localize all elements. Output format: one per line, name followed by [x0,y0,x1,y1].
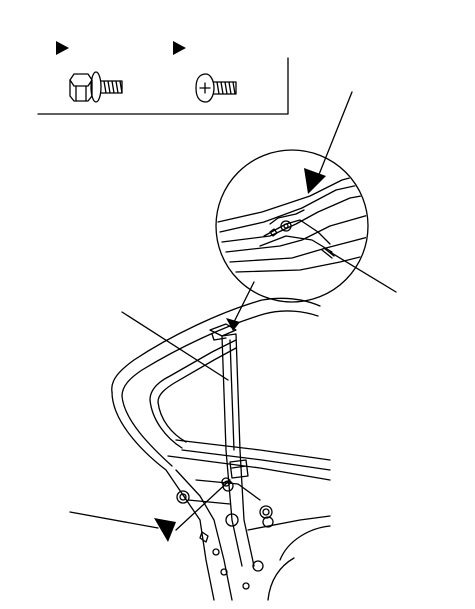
bolt-callout-line [69,511,159,529]
detail-pointer-line [231,281,255,327]
detail-magnifier [215,149,369,303]
clip-callout-line [329,251,397,293]
flange-bolt-icon [69,71,123,103]
detail-circle [215,149,369,303]
legend-border [37,57,289,115]
screw-callout-line [315,91,353,183]
legend-marker-bolt [56,41,69,55]
bolt-head [221,477,231,487]
rear-door [111,297,331,601]
screw-callout-arrow [304,168,326,194]
channel-callout-line [121,311,229,381]
legend-marker-screw [173,41,186,55]
bolt-shank [175,479,231,531]
screw-icon [195,73,237,103]
fastener-legend [37,41,289,115]
bolt-callout-arrow [154,518,176,542]
